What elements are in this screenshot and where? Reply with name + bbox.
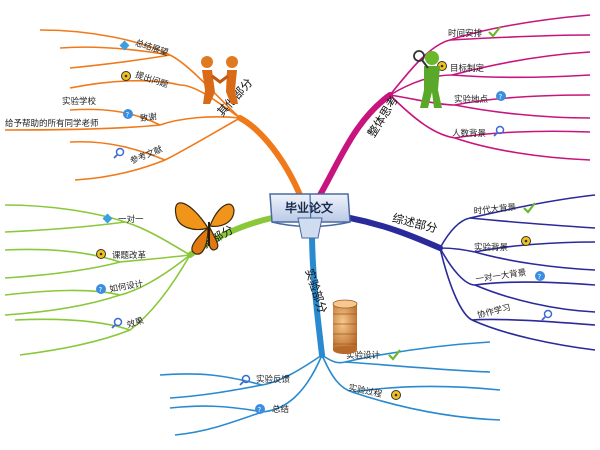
branch-lines-other [4, 29, 241, 181]
item-label: 时间安排 [448, 28, 483, 39]
item-label: 课题改革 [112, 250, 147, 261]
item-label: 实验背景 [474, 242, 508, 253]
magnifier-icon [113, 147, 125, 159]
trunk-review [347, 215, 443, 251]
item-label: 时代大背景 [473, 202, 516, 217]
item-label: 一对一 [118, 214, 144, 225]
item-label: 目标制定 [450, 63, 485, 74]
magnifier-icon [239, 374, 251, 386]
item-label: 实验地点 [454, 94, 489, 105]
sub-item-label: 给予帮助的所有同学老师 [5, 118, 99, 129]
check-icon [388, 349, 401, 361]
branch-lines-innovation [4, 204, 191, 356]
radiation-icon [96, 249, 106, 259]
item-label: 总结展望 [134, 37, 170, 58]
check-icon [488, 26, 501, 38]
radiation-icon [391, 390, 401, 400]
branch-lines-experiment [159, 341, 501, 436]
magnifier-icon [111, 317, 123, 329]
gem-icon [102, 213, 113, 224]
svg-text:?: ? [99, 286, 103, 294]
trunk-other [237, 115, 303, 198]
item-label: 致谢 [139, 111, 158, 124]
branch-lines-review [439, 194, 596, 351]
item-label: 人数背景 [452, 128, 486, 139]
svg-text:?: ? [538, 273, 542, 281]
radiation-icon [521, 236, 531, 246]
help-icon: ? [496, 91, 506, 101]
trunk-experiment [309, 229, 325, 358]
svg-text:?: ? [126, 111, 130, 119]
item-label: 总结 [272, 404, 289, 415]
help-icon: ? [96, 284, 106, 294]
branch-label-experiment: 实验部分 [302, 267, 330, 316]
item-label: 效果 [126, 315, 146, 331]
magnifier-icon [493, 125, 505, 137]
item-label: 协作学习 [476, 302, 512, 321]
gem-icon [119, 40, 130, 51]
svg-text:?: ? [258, 406, 262, 414]
coin-stack-icon [332, 299, 358, 354]
item-label: 实验设计 [346, 350, 381, 361]
item-label: 实验过程 [347, 382, 383, 400]
center-title: 毕业论文 [285, 200, 334, 215]
thinking-figure-icon [413, 50, 442, 108]
handshake-figures-icon [201, 56, 238, 104]
help-icon: ? [123, 109, 133, 119]
help-icon: ? [535, 271, 545, 281]
item-label: 实验反馈 [256, 374, 291, 385]
item-label: 提出问题 [134, 69, 170, 90]
center-node[interactable]: 毕业论文 [269, 193, 351, 239]
magnifier-icon [541, 309, 553, 321]
help-icon: ? [255, 404, 265, 414]
check-icon [523, 202, 536, 214]
butterfly-icon [174, 202, 235, 255]
item-label: 参考文献 [128, 144, 164, 167]
radiation-icon [121, 71, 131, 81]
svg-text:?: ? [499, 93, 503, 101]
branch-lines-overall [389, 14, 591, 161]
sub-item-label: 实验学校 [62, 96, 97, 107]
trunk-overall [317, 92, 393, 198]
